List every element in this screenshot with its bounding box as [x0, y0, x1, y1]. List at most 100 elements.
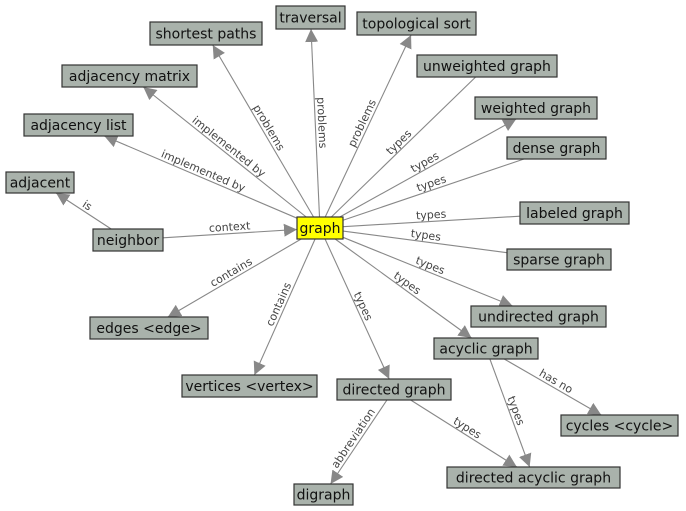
node-directed[interactable]: directed graph	[336, 378, 452, 401]
node-label: labeled graph	[526, 206, 623, 222]
edge-neighbor-adjacent: is	[55, 192, 112, 230]
node-label: traversal	[279, 11, 341, 27]
node-label: digraph	[297, 488, 351, 504]
edge-label: context	[208, 219, 251, 235]
edge-arrow-line	[305, 28, 321, 218]
node-labeled[interactable]: labeled graph	[519, 201, 630, 225]
edge-graph-adjlist: implemented by	[104, 135, 298, 219]
node-box	[470, 305, 607, 328]
node-acyclic[interactable]: acyclic graph	[433, 337, 539, 360]
node-box	[356, 11, 477, 36]
edge-label: problems	[250, 102, 287, 153]
node-box	[433, 337, 539, 360]
edge-acyclic-dag: types	[489, 358, 532, 468]
edge-line	[342, 230, 508, 254]
edge-label: types	[415, 172, 448, 194]
edge-label: problems	[314, 97, 329, 149]
node-label: adjacent	[10, 176, 71, 192]
node-box	[446, 466, 621, 489]
edge-arrow-line	[334, 238, 472, 339]
node-label: edges <edge>	[96, 321, 201, 337]
edge-line	[330, 76, 477, 218]
node-graph[interactable]: graph	[296, 216, 344, 240]
edge-arrow-line	[142, 86, 307, 218]
node-box	[474, 96, 598, 120]
edge-graph-vertices: contains	[253, 238, 316, 376]
node-label: dense graph	[513, 141, 601, 157]
node-box	[275, 5, 346, 30]
edge-label: abbreviation	[329, 406, 378, 471]
node-topo[interactable]: topological sort	[356, 11, 477, 36]
node-label: adjacency matrix	[69, 69, 190, 85]
node-box	[149, 21, 263, 46]
edge-arrow-line	[489, 358, 532, 468]
node-adjacent[interactable]: adjacent	[5, 171, 75, 194]
edge-graph-traversal: problems	[305, 28, 329, 218]
edge-arrow-line	[410, 399, 518, 468]
node-undirected[interactable]: undirected graph	[470, 305, 607, 328]
edge-label: types	[410, 227, 442, 244]
edge-label: types	[384, 127, 415, 158]
node-box	[181, 374, 318, 398]
node-label: topological sort	[362, 17, 471, 33]
node-box	[293, 483, 354, 506]
edge-label: is	[80, 198, 95, 214]
node-label: shortest paths	[156, 27, 257, 43]
edge-arrow-line	[253, 238, 316, 376]
nodes-layer: graph shortest paths traversal topological …	[5, 5, 679, 506]
node-shortest[interactable]: shortest paths	[149, 21, 263, 46]
node-label: directed graph	[343, 383, 446, 399]
node-label: neighbor	[97, 233, 160, 249]
node-dag[interactable]: directed acyclic graph	[446, 466, 621, 489]
node-vertices[interactable]: vertices <vertex>	[181, 374, 318, 398]
edge-label: types	[451, 414, 484, 441]
node-unweighted[interactable]: unweighted graph	[416, 54, 558, 78]
edge-arrow-line	[104, 135, 298, 219]
edge-arrow-line	[212, 44, 315, 218]
node-label: acyclic graph	[439, 342, 532, 358]
edge-arrow-line	[162, 223, 298, 239]
edge-directed-dag: types	[410, 399, 518, 468]
node-traversal[interactable]: traversal	[275, 5, 346, 30]
node-label: adjacency list	[30, 118, 127, 134]
node-box	[296, 216, 344, 240]
node-box	[61, 64, 198, 88]
edge-arrow-line	[330, 399, 388, 485]
node-dense[interactable]: dense graph	[506, 136, 607, 160]
edge-graph-labeled: types	[342, 208, 521, 228]
node-digraph[interactable]: digraph	[293, 483, 354, 506]
edge-label: types	[416, 208, 447, 223]
node-label: weighted graph	[481, 101, 591, 117]
node-weighted[interactable]: weighted graph	[474, 96, 598, 120]
node-box	[519, 201, 630, 225]
edge-arrow-line	[167, 238, 302, 318]
node-label: undirected graph	[478, 310, 599, 326]
edge-label: types	[351, 290, 376, 323]
edge-label: types	[414, 254, 447, 278]
node-box	[23, 113, 134, 137]
node-label: sparse graph	[513, 253, 605, 269]
edge-arrow-line	[503, 358, 602, 416]
node-edges[interactable]: edges <edge>	[89, 316, 209, 340]
edge-graph-shortest: problems	[212, 44, 315, 218]
node-adjmatrix[interactable]: adjacency matrix	[61, 64, 198, 88]
edge-graph-topo: problems	[324, 34, 412, 218]
node-box	[89, 316, 209, 340]
edge-arrow-line	[55, 192, 112, 230]
node-box	[416, 54, 558, 78]
node-box	[336, 378, 452, 401]
edge-neighbor-graph: context	[162, 219, 298, 239]
edge-graph-sparse: types	[342, 227, 508, 254]
edge-arrow-line	[324, 34, 412, 218]
node-label: directed acyclic graph	[456, 471, 611, 487]
node-cycles[interactable]: cycles <cycle>	[560, 414, 679, 437]
node-adjlist[interactable]: adjacency list	[23, 113, 134, 137]
edge-graph-weighted: types	[339, 118, 517, 218]
edge-line	[342, 215, 521, 228]
node-neighbor[interactable]: neighbor	[92, 228, 164, 252]
node-sparse[interactable]: sparse graph	[506, 248, 612, 271]
node-label: graph	[300, 221, 341, 237]
edge-graph-directed: types	[324, 238, 390, 380]
